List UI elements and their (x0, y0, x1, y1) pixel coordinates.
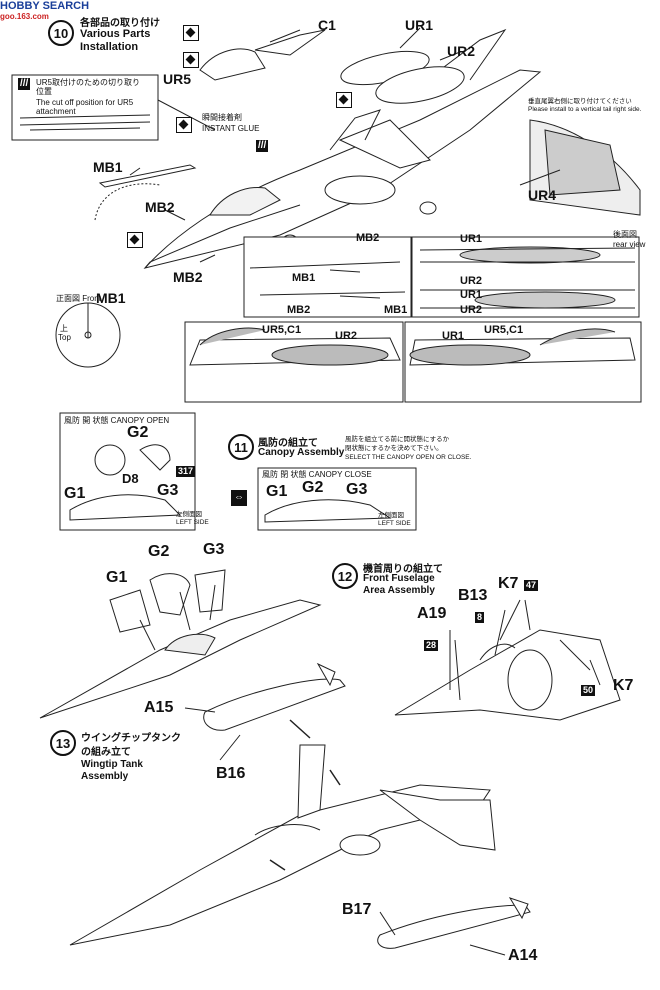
part-label-mb1-front: MB1 (96, 290, 126, 306)
glue-note-jp: 瞬間接着剤 (202, 113, 242, 122)
rear-view-jp: 後面図 (613, 230, 637, 239)
watermark-brand: HOBBY SEARCH (0, 0, 90, 12)
step-13-title-jp2: の組み立て (81, 747, 131, 758)
ur5-note-en: The cut off position for UR5 attachment (36, 98, 134, 117)
tail-note-en: Please install to a vertical tail right … (528, 106, 642, 113)
ur5-note-jp: UR5取付けのための切り取り位置 (36, 78, 141, 97)
part-label-ur1: UR1 (405, 17, 434, 33)
step-12-title-en2: Area Assembly (363, 585, 435, 596)
watermark: HOBBY SEARCH goo.163.com (0, 0, 89, 21)
front-view-label: 正面図 Front (56, 294, 101, 303)
glue-diamond-icon (183, 52, 199, 68)
part-label-mb2-panel-2: MB2 (287, 304, 311, 316)
part-label-k7-top: K7 (498, 575, 519, 592)
part-label-g2-assy: G2 (148, 543, 170, 560)
choice-arrow-icon: ⇔ (231, 490, 247, 506)
glue-diamond-icon (176, 117, 192, 133)
part-label-mb2-lower: MB2 (173, 269, 203, 285)
step-13-title-en2: Assembly (81, 771, 129, 782)
part-label-mb1-panel-2: MB1 (384, 304, 408, 316)
cut-icon: /// (256, 140, 269, 152)
paint-8: 8 (475, 612, 485, 623)
glue-diamond-icon (127, 232, 143, 248)
part-label-b13: B13 (458, 587, 488, 604)
glue-note-en: INSTANT GLUE (202, 124, 260, 133)
part-label-b16: B16 (216, 765, 246, 782)
part-label-a14: A14 (508, 947, 538, 964)
part-label-g1-assy: G1 (106, 569, 128, 586)
part-label-ur1-right: UR1 (442, 330, 465, 342)
part-label-ur4: UR4 (528, 187, 557, 203)
glue-diamond-icon (183, 25, 199, 41)
part-label-g3-assy: G3 (203, 541, 225, 558)
left-side-jp: 左側面図 (176, 511, 202, 518)
paint-50: 50 (581, 685, 596, 696)
step-12-number: 12 (332, 563, 358, 589)
part-label-g1: G1 (64, 485, 86, 502)
part-label-ur1-rear: UR1 (460, 233, 483, 245)
step-13-title-jp1: ウイングチップタンク (81, 733, 181, 744)
glue-diamond-icon (336, 92, 352, 108)
left-side-en-close: LEFT SIDE (378, 520, 411, 527)
canopy-open-label: 風防 開 状態 CANOPY OPEN (64, 416, 170, 425)
part-label-g2: G2 (127, 424, 149, 441)
part-label-mb2-panel: MB2 (356, 232, 380, 244)
step-11-note-en: SELECT THE CANOPY OPEN OR CLOSE. (345, 454, 472, 461)
part-label-ur5: UR5 (163, 71, 192, 87)
top-jp: 上 (60, 324, 68, 333)
front-view-jp: 正面図 (56, 294, 80, 303)
part-label-g1-close: G1 (266, 483, 288, 500)
step-12-title-en1: Front Fuselage (363, 573, 435, 584)
part-label-mb2: MB2 (145, 199, 175, 215)
paint-47: 47 (524, 580, 539, 591)
step-13-number: 13 (50, 730, 76, 756)
part-label-g2-close: G2 (302, 479, 324, 496)
part-label-c1: C1 (318, 17, 336, 33)
tail-note-jp: 垂直尾翼右側に取り付けてください (528, 98, 632, 105)
part-label-mb1-panel: MB1 (292, 272, 316, 284)
front-view-en: Front (82, 294, 101, 303)
canopy-close-label: 風防 閉 状態 CANOPY CLOSE (262, 470, 372, 479)
part-label-g3-close: G3 (346, 481, 368, 498)
step-10-number: 10 (48, 20, 74, 46)
step-13-title-en1: Wingtip Tank (81, 759, 143, 770)
step-11-title-en: Canopy Assembly (258, 447, 345, 458)
step-11-note-jp2: 閉状態にするかを決めて下さい。 (345, 445, 443, 452)
part-label-ur1-rear-2: UR1 (460, 289, 483, 301)
step-11-note-jp1: 風防を組立てる前に開状態にするか (345, 436, 450, 443)
part-label-g3: G3 (157, 482, 179, 499)
step-11-title-jp: 風防の組立て (258, 438, 318, 449)
step-10-title-jp: 各部品の取り付け (80, 18, 160, 29)
part-label-ur5c1-left: UR5,C1 (262, 324, 302, 336)
left-side-jp-close: 左側面図 (378, 512, 404, 519)
part-label-mb1: MB1 (93, 159, 123, 175)
watermark-site: goo.163.com (0, 12, 49, 21)
paint-28: 28 (424, 640, 439, 651)
paint-317: 317 (176, 466, 196, 477)
part-label-ur2-left: UR2 (335, 330, 358, 342)
part-label-ur2: UR2 (447, 43, 476, 59)
step-11-number: 11 (228, 434, 254, 460)
step-10-title-en: Various Parts Installation (80, 28, 151, 53)
part-label-b17: B17 (342, 901, 372, 918)
step-12-title-jp: 機首周りの組立て (363, 564, 443, 575)
rear-view-en: rear view (613, 240, 646, 249)
part-label-ur2-rear: UR2 (460, 275, 483, 287)
left-side-en: LEFT SIDE (176, 519, 209, 526)
part-label-k7-bottom: K7 (613, 677, 634, 694)
top-en: Top (58, 333, 71, 342)
part-label-a15: A15 (144, 699, 174, 716)
part-label-ur2-rear-2: UR2 (460, 304, 483, 316)
part-label-d8: D8 (122, 471, 139, 486)
cut-icon: /// (18, 78, 31, 90)
part-label-ur5c1-right: UR5,C1 (484, 324, 524, 336)
part-label-a19: A19 (417, 605, 447, 622)
